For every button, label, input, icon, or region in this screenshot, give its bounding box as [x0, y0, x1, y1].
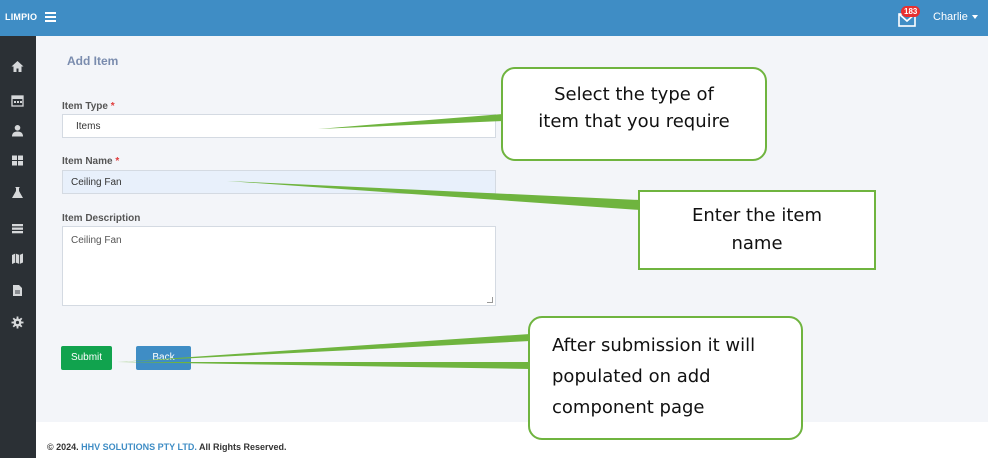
submit-callout: After submission it will populated on ad…: [528, 316, 803, 440]
item-description-value: Ceiling Fan: [71, 235, 122, 246]
page-title: Add Item: [67, 54, 119, 68]
item-description-label: Item Description: [62, 213, 141, 224]
item-description-textarea[interactable]: Ceiling Fan: [62, 226, 496, 306]
item-type-callout: Select the type of item that you require: [501, 67, 767, 161]
grid-icon[interactable]: [11, 154, 24, 167]
copyright-text: © 2024. HHV SOLUTIONS PTY LTD. All Right…: [47, 442, 287, 452]
top-navbar: LIMPIO 183 Charlie: [0, 0, 988, 36]
map-icon[interactable]: [11, 252, 24, 265]
item-type-select[interactable]: Items: [62, 114, 496, 138]
item-name-input[interactable]: Ceiling Fan: [62, 170, 496, 194]
item-name-label: Item Name *: [62, 156, 120, 167]
document-icon[interactable]: [11, 284, 24, 297]
resize-handle-icon[interactable]: [487, 297, 493, 303]
back-button[interactable]: Back: [136, 346, 191, 370]
flask-icon[interactable]: [11, 186, 24, 199]
caret-down-icon: [971, 15, 978, 20]
sidebar: [0, 36, 36, 458]
footer: © 2024. HHV SOLUTIONS PTY LTD. All Right…: [36, 422, 988, 458]
home-icon[interactable]: [11, 60, 24, 73]
menu-toggle-icon[interactable]: [45, 10, 56, 24]
submit-button[interactable]: Submit: [61, 346, 112, 370]
user-name: Charlie: [933, 11, 968, 23]
brand-logo[interactable]: LIMPIO: [5, 12, 38, 22]
gear-icon[interactable]: [11, 316, 24, 329]
item-type-label: Item Type *: [62, 101, 115, 112]
list-icon[interactable]: [11, 222, 24, 235]
user-menu[interactable]: Charlie: [933, 11, 978, 23]
notification-badge: 183: [901, 6, 921, 17]
calendar-icon[interactable]: [11, 94, 24, 107]
item-name-callout: Enter the item name: [638, 190, 876, 270]
company-link[interactable]: HHV SOLUTIONS PTY LTD.: [81, 442, 197, 452]
user-icon[interactable]: [11, 124, 24, 137]
